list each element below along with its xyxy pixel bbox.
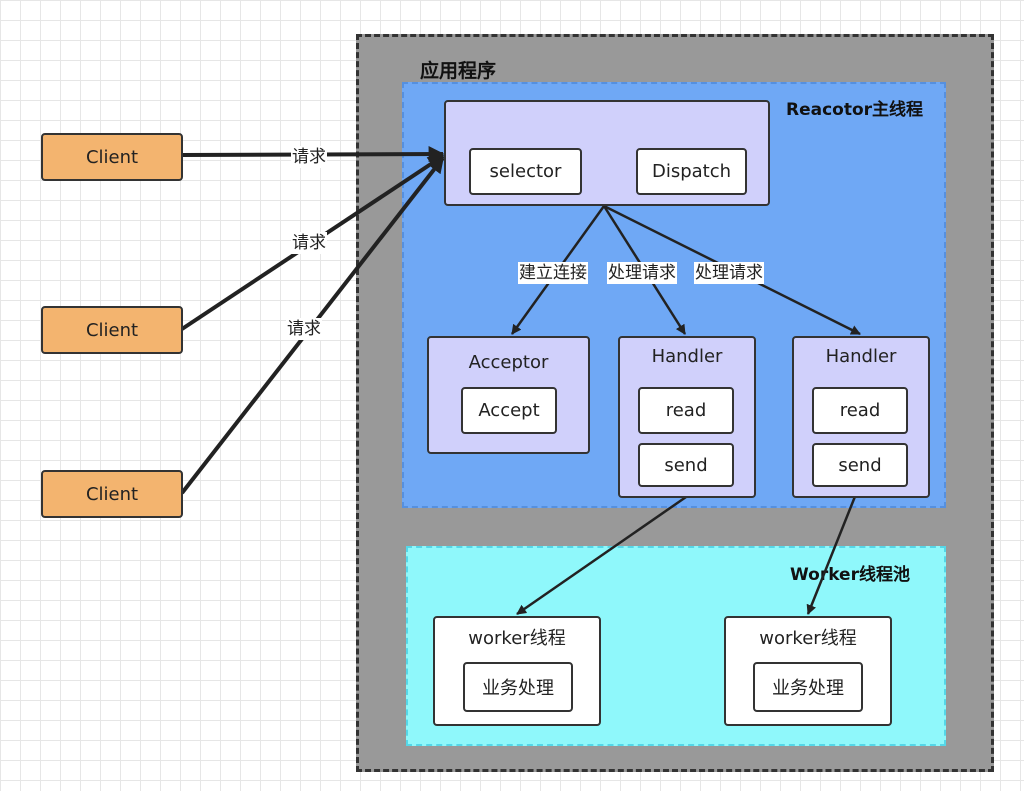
handler-title-1: Handler — [651, 346, 723, 367]
acceptor-title: Acceptor — [468, 352, 549, 373]
acceptor-box — [427, 336, 590, 454]
dispatch-node: Dispatch — [636, 148, 747, 195]
application-title: 应用程序 — [420, 60, 497, 82]
request-label-3: 请求 — [286, 318, 322, 340]
worker-thread-title-1: worker线程 — [468, 628, 566, 649]
client-label: Client — [85, 319, 139, 341]
selector-node: selector — [469, 148, 582, 195]
connect-label: 建立连接 — [518, 262, 588, 284]
client-label: Client — [85, 483, 139, 505]
client-node-2: Client — [41, 306, 183, 354]
read-node-1: read — [638, 387, 734, 434]
business-task-node-1: 业务处理 — [463, 662, 573, 712]
worker-thread-title-2: worker线程 — [759, 628, 857, 649]
business-task-label: 业务处理 — [772, 678, 844, 699]
business-task-label: 业务处理 — [482, 678, 554, 699]
client-node-3: Client — [41, 470, 183, 518]
business-task-node-2: 业务处理 — [753, 662, 863, 712]
send-node-2: send — [812, 443, 908, 487]
read-label: read — [665, 400, 707, 421]
client-label: Client — [85, 146, 139, 168]
handle-label-1: 处理请求 — [607, 262, 677, 284]
send-label: send — [838, 454, 882, 476]
selector-label: selector — [489, 161, 562, 182]
send-node-1: send — [638, 443, 734, 487]
handle-label-2: 处理请求 — [694, 262, 764, 284]
request-label-2: 请求 — [291, 232, 327, 254]
read-node-2: read — [812, 387, 908, 434]
worker-pool-title: Worker线程池 — [790, 565, 910, 585]
send-label: send — [664, 454, 708, 476]
dispatch-label: Dispatch — [651, 161, 732, 182]
dispatch-worker-arrow-2 — [806, 483, 862, 615]
accept-node: Accept — [461, 387, 557, 434]
handler-title-2: Handler — [825, 346, 897, 367]
dispatch-worker-arrow-1 — [516, 495, 687, 616]
read-label: read — [839, 400, 881, 421]
request-label-1: 请求 — [291, 146, 327, 168]
accept-label: Accept — [478, 400, 540, 421]
reactor-title: Reacotor主线程 — [786, 100, 924, 120]
client-node-1: Client — [41, 133, 183, 181]
